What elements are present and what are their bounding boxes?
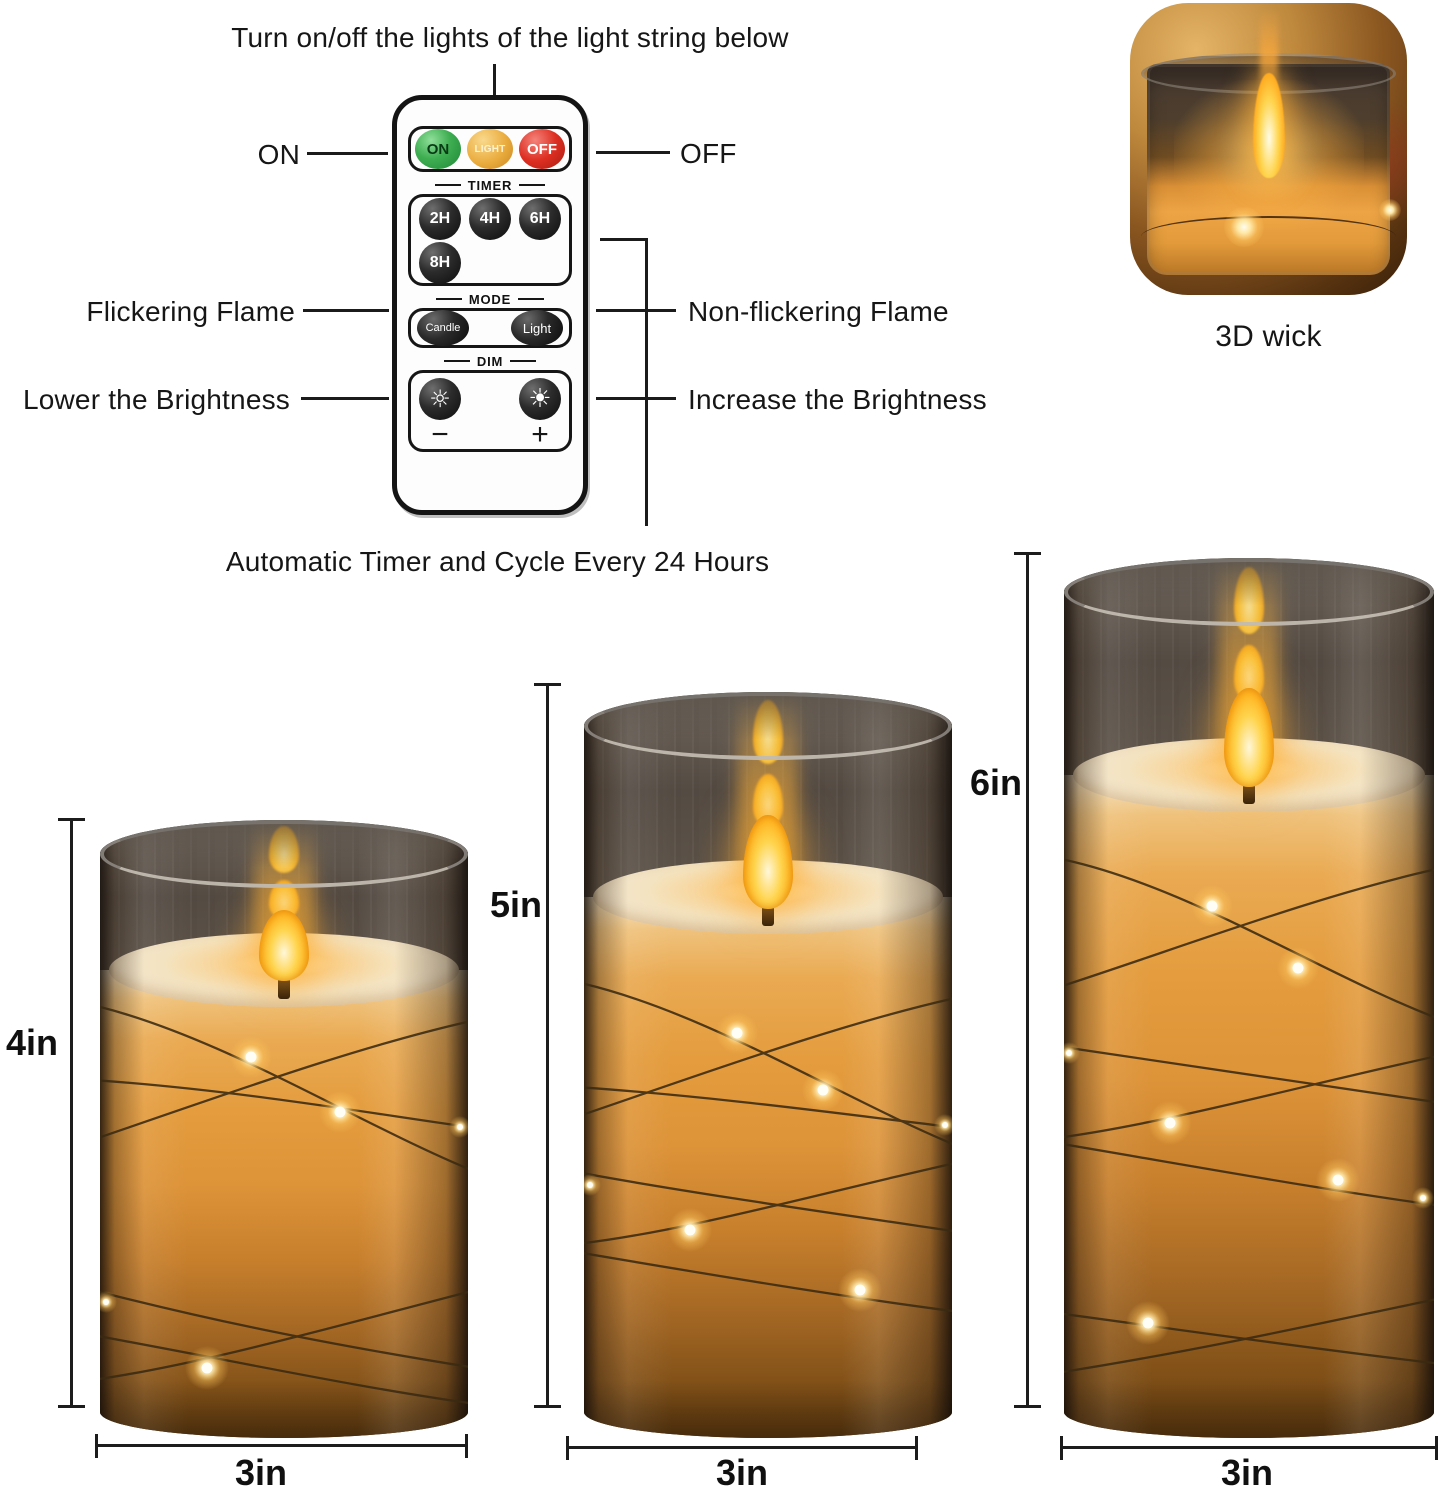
height-dimension-line-5in: [534, 683, 561, 1408]
on-button: ON: [415, 129, 461, 169]
off-callout-line: [596, 151, 670, 154]
width-label-candle3: 3in: [1220, 1452, 1273, 1490]
candle-6in-glass: [1064, 558, 1434, 1438]
photo-flame-icon: [1252, 73, 1285, 179]
plus-icon: +: [531, 418, 549, 451]
candle-5in-glass: [584, 692, 952, 1438]
auto-timer-caption: Automatic Timer and Cycle Every 24 Hours: [225, 546, 770, 577]
increase-brightness-callout-line: [596, 397, 676, 400]
photo-led-dot: [1224, 207, 1265, 248]
minus-icon: −: [431, 418, 449, 451]
sun-low-icon: ☼: [429, 385, 451, 413]
dim-button-group: ☼ ☀ − +: [408, 370, 572, 452]
on-callout-label: ON: [257, 139, 300, 170]
candle-5in-rim: [584, 692, 952, 760]
dim-section-label: DIM: [408, 352, 572, 370]
light-button: LIGHT: [467, 129, 513, 169]
candle-4in-rim: [100, 820, 468, 888]
light-mode-button: Light: [511, 310, 563, 346]
candle-4in-glass: [100, 820, 468, 1438]
candle-5in-string-lights: [584, 982, 952, 1313]
height-label-candle3: 6in: [969, 762, 1022, 803]
flickering-callout-label: Flickering Flame: [86, 296, 295, 327]
timer-4h-button: 4H: [469, 198, 511, 240]
power-button-group: ON LIGHT OFF: [408, 126, 572, 172]
timer-section-label: TIMER: [408, 176, 572, 194]
candle-6in-rim: [1064, 558, 1434, 626]
height-dimension-line-6in: [1014, 552, 1041, 1408]
lower-brightness-callout-label: Lower the Brightness: [22, 384, 290, 415]
timer-callout-line-tick: [600, 238, 647, 241]
on-callout-line: [307, 152, 388, 155]
off-button: OFF: [519, 129, 565, 169]
width-label-candle1: 3in: [234, 1452, 287, 1490]
string-light-caption: Turn on/off the lights of the light stri…: [231, 22, 789, 53]
off-callout-label: OFF: [680, 138, 737, 169]
timer-button-group: 2H 4H 6H 8H: [408, 194, 572, 286]
width-dimension-line-candle1: [95, 1434, 468, 1458]
increase-brightness-callout-label: Increase the Brightness: [688, 384, 987, 415]
photo-string-light-wire: [1141, 216, 1396, 242]
mode-button-group: Candle Light: [408, 308, 572, 348]
dim-up-button: ☀: [519, 378, 561, 420]
mode-section-label: MODE: [408, 290, 572, 308]
candle-4in: [100, 820, 468, 1438]
candle-mode-button: Candle: [417, 310, 469, 346]
timer-6h-button: 6H: [519, 198, 561, 240]
width-dimension-line-candle2: [566, 1436, 918, 1460]
candle-4in-string-lights: [100, 1005, 468, 1405]
timer-8h-button: 8H: [419, 242, 461, 284]
photo-led-dot-small: [1379, 198, 1402, 221]
dim-down-button: ☼: [419, 378, 461, 420]
wick-photo: [1130, 3, 1407, 295]
width-dimension-line-candle3: [1060, 1436, 1438, 1460]
flickering-callout-line: [303, 309, 389, 312]
height-label-candle1: 4in: [5, 1022, 58, 1063]
candle-6in: [1064, 558, 1434, 1438]
height-dimension-line-4in: [58, 818, 85, 1408]
wick-photo-caption: 3D wick: [1215, 320, 1322, 353]
sun-high-icon: ☀: [528, 384, 552, 414]
non-flickering-callout-line: [596, 309, 676, 312]
timer-2h-button: 2H: [419, 198, 461, 240]
width-label-candle2: 3in: [715, 1452, 768, 1490]
candle-5in: [584, 692, 952, 1438]
height-label-candle2: 5in: [489, 884, 542, 925]
leader-line-top: [493, 64, 496, 96]
remote-control: ON LIGHT OFF TIMER 2H 4H 6H 8H MODE Cand…: [392, 95, 588, 515]
lower-brightness-callout-line: [301, 397, 389, 400]
timer-callout-line-vertical: [645, 238, 648, 526]
non-flickering-callout-label: Non-flickering Flame: [688, 296, 949, 327]
candle-6in-string-lights: [1064, 858, 1434, 1373]
